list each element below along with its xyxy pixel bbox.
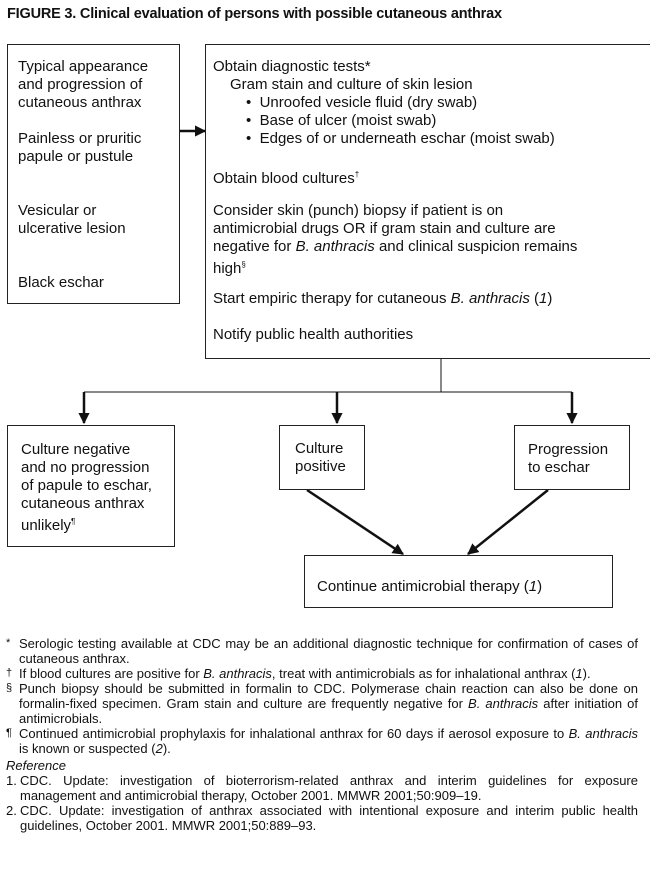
blood-cultures-line: Obtain blood cultures† (213, 170, 360, 187)
arrow-positive-to-continue (306, 488, 404, 556)
stage-vesicular-2: ulcerative lesion (18, 220, 126, 237)
biopsy-line-1: Consider skin (punch) biopsy if patient … (213, 202, 504, 219)
gram-stain-line: Gram stain and culture of skin lesion (230, 76, 473, 93)
footnote-text: Continued antimicrobial prophylaxis for … (19, 726, 569, 741)
bullet-item: • Base of ulcer (moist swab) (246, 112, 437, 129)
stage-vesicular-1: Vesicular or (18, 202, 97, 219)
diagnostic-box (205, 44, 650, 359)
progression-heading-3: cutaneous anthrax (18, 94, 142, 111)
footnote-text: Punch biopsy should be submitted in form… (19, 681, 638, 711)
culture-negative-box (7, 425, 175, 547)
reference-heading: Reference (6, 758, 66, 773)
footnote-text: ). (162, 741, 171, 756)
progression-eschar-box (514, 425, 630, 490)
footnote-italic-text: B. anthracis (568, 726, 638, 741)
biopsy-line-3: negative for B. anthracis and clinical s… (213, 238, 578, 255)
stage-eschar: Black eschar (18, 274, 104, 291)
footnote-text: ). (582, 666, 591, 681)
footnote-italic-text: B. anthracis (468, 696, 539, 711)
biopsy-line-2: antimicrobial drugs OR if gram stain and… (213, 220, 556, 237)
notify-line: Notify public health authorities (213, 326, 414, 343)
negative-line-1: Culture negative (21, 441, 131, 458)
stage-papule-2: papule or pustule (18, 148, 134, 165)
negative-line-2: and no progression (21, 459, 150, 476)
biopsy-line-4: high§ (213, 260, 246, 277)
continue-therapy-box (304, 555, 613, 608)
bullet-item: • Unroofed vesicle fluid (dry swab) (246, 94, 478, 111)
footnotes: *Serologic testing available at CDC may … (6, 636, 638, 833)
progression-line-2: to eschar (528, 459, 590, 476)
footnote-text: after initiation of antimicrobials. (19, 696, 638, 726)
footnote-italic-text: 2 (155, 741, 163, 756)
continue-therapy-text: Continue antimicrobial therapy (1) (317, 578, 543, 595)
reference-item: 2.CDC. Update: investigation of anthrax … (6, 803, 638, 833)
progression-heading-1: Typical appearance (18, 58, 149, 75)
footnote: †If blood cultures are positive for B. a… (6, 666, 591, 681)
bullet-item: • Edges of or underneath eschar (moist s… (246, 130, 555, 147)
progression-heading-2: and progression of (18, 76, 143, 93)
culture-positive-box (279, 425, 365, 490)
progression-line-1: Progression (528, 441, 609, 458)
footnote-italic-text: B. anthracis (203, 666, 272, 681)
footnote-text: is known or suspected ( (19, 741, 156, 756)
negative-line-4: cutaneous anthrax (21, 495, 145, 512)
figure-title: FIGURE 3. Clinical evaluation of persons… (7, 6, 502, 22)
stage-papule-1: Painless or pruritic (18, 130, 142, 147)
positive-line-2: positive (295, 458, 346, 475)
negative-line-3: of papule to eschar, (21, 477, 152, 494)
reference-item: 1.CDC. Update: investigation of bioterro… (6, 773, 638, 803)
progression-box (7, 44, 180, 304)
arrow-progression-to-continue (467, 489, 549, 555)
footnote: ¶Continued antimicrobial prophylaxis for… (6, 726, 638, 756)
footnote-text: Serologic testing available at CDC may b… (19, 636, 638, 666)
diagnostic-heading: Obtain diagnostic tests* (213, 58, 371, 75)
negative-line-5: unlikely¶ (21, 517, 76, 534)
footnote-text: If blood cultures are positive for (19, 666, 204, 681)
footnote-text: , treat with antimicrobials as for inhal… (271, 666, 576, 681)
footnote: §Punch biopsy should be submitted in for… (6, 681, 638, 726)
footnote: *Serologic testing available at CDC may … (6, 636, 638, 666)
footnote-italic-text: 1 (575, 666, 583, 681)
empiric-therapy-line: Start empiric therapy for cutaneous B. a… (213, 290, 553, 307)
positive-line-1: Culture (295, 440, 344, 457)
